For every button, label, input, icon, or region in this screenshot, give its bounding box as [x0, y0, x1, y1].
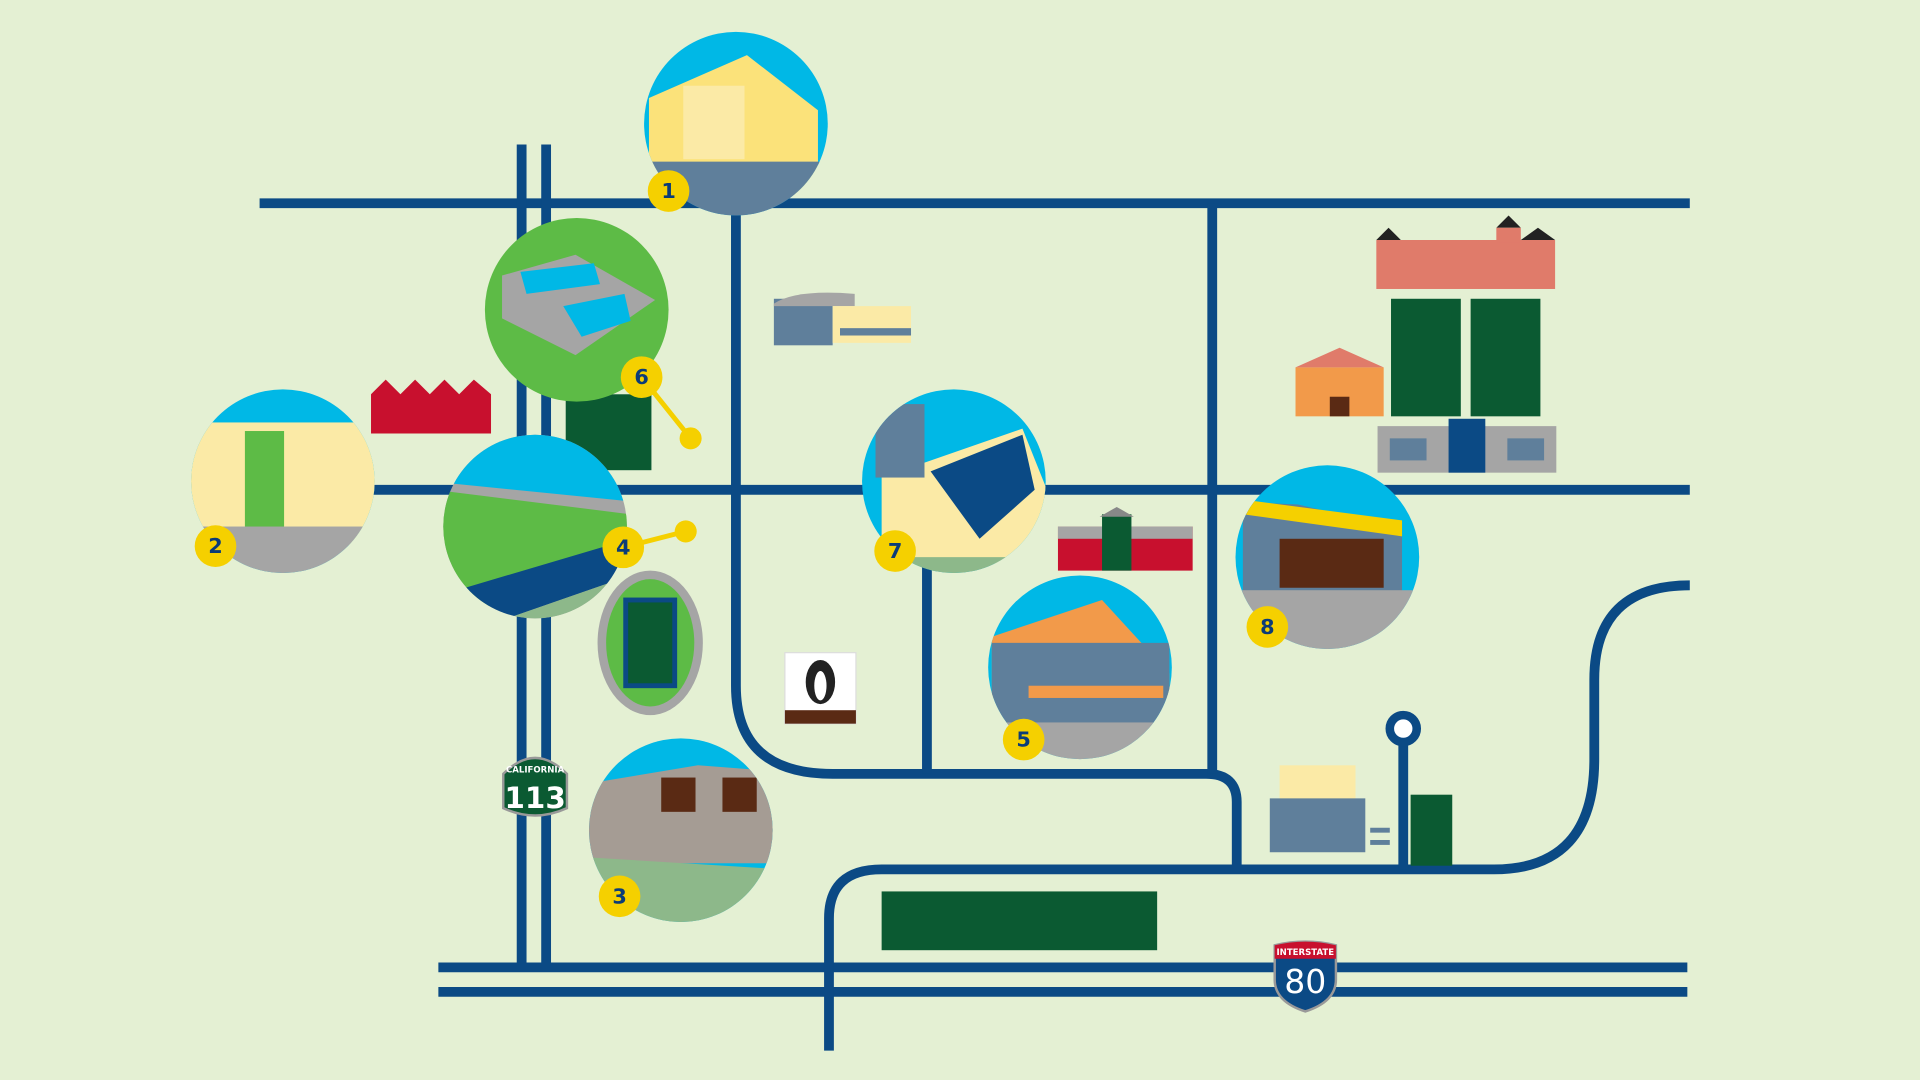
location-badge-8[interactable]: 8 — [1246, 606, 1289, 648]
shield-number: 80 — [1284, 962, 1326, 1001]
location-badge-3[interactable]: 3 — [598, 875, 641, 918]
location-2-photo[interactable] — [184, 380, 392, 576]
badge-number: 1 — [661, 179, 675, 203]
location-badge-2[interactable]: 2 — [194, 525, 237, 567]
badge-number: 4 — [616, 535, 630, 559]
dairy-sign — [784, 652, 857, 725]
building-near-pin — [1269, 765, 1453, 866]
location-7-photo[interactable] — [857, 380, 1065, 582]
factory-building — [371, 379, 492, 434]
gray-building — [773, 292, 912, 346]
california-113-shield: CALIFORNIA 113 — [502, 756, 569, 817]
location-badge-1[interactable]: 1 — [647, 170, 690, 212]
shield-label: CALIFORNIA — [506, 766, 565, 776]
badge-number: 6 — [634, 365, 648, 389]
shield-label: INTERSTATE — [1276, 948, 1334, 958]
crop-field — [881, 891, 1158, 951]
shield-number: 113 — [504, 781, 565, 815]
badge-number: 2 — [208, 534, 222, 558]
campus-quad — [1295, 215, 1557, 473]
badge-number: 5 — [1016, 728, 1030, 752]
badge-number: 7 — [888, 539, 902, 563]
badge-number: 8 — [1260, 615, 1274, 639]
stadium — [597, 570, 703, 716]
location-1-photo[interactable] — [637, 24, 845, 222]
location-badge-6[interactable]: 6 — [620, 356, 663, 398]
location-8-photo[interactable] — [1231, 459, 1439, 657]
badge-number: 3 — [612, 884, 626, 908]
interstate-80-shield: INTERSTATE 80 — [1273, 940, 1338, 1013]
location-4-photo[interactable] — [435, 429, 643, 625]
location-badge-5[interactable]: 5 — [1002, 718, 1045, 761]
location-badge-7[interactable]: 7 — [874, 530, 916, 572]
barn-building — [1057, 506, 1193, 571]
pin-icon — [1385, 710, 1422, 747]
location-badge-4[interactable]: 4 — [602, 526, 645, 569]
